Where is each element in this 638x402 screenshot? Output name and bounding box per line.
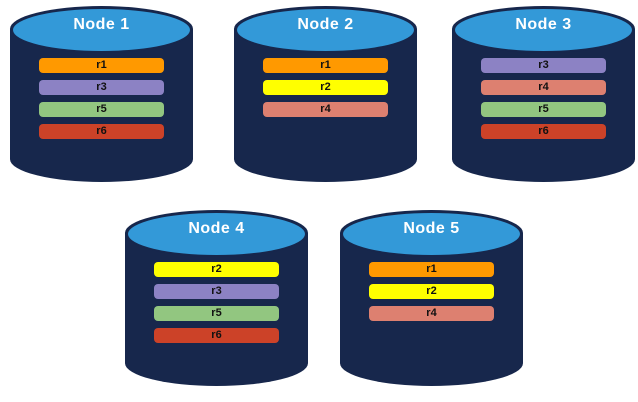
replica-row[interactable]: r2 (369, 284, 494, 299)
replica-row[interactable]: r6 (481, 124, 606, 139)
cylinder-top-ellipse (235, 7, 416, 53)
replica-row[interactable]: r6 (39, 124, 164, 139)
replica-row-list: r1 r2 r4 (340, 262, 523, 328)
replica-row[interactable]: r2 (154, 262, 279, 277)
cylinder-top-ellipse (126, 211, 307, 257)
replica-row[interactable]: r5 (481, 102, 606, 117)
replica-row[interactable]: r5 (39, 102, 164, 117)
replica-row[interactable]: r2 (263, 80, 388, 95)
replica-row-list: r2 r3 r5 r6 (125, 262, 308, 350)
replica-row[interactable]: r1 (263, 58, 388, 73)
cylinder-top-ellipse (341, 211, 522, 257)
replica-row-list: r1 r2 r4 (234, 58, 417, 124)
replica-row[interactable]: r3 (39, 80, 164, 95)
cylinder-top-ellipse (453, 7, 634, 53)
replica-row[interactable]: r4 (481, 80, 606, 95)
replica-row[interactable]: r3 (481, 58, 606, 73)
replica-row[interactable]: r4 (369, 306, 494, 321)
replica-row[interactable]: r1 (369, 262, 494, 277)
replica-row-list: r3 r4 r5 r6 (452, 58, 635, 146)
replica-row[interactable]: r3 (154, 284, 279, 299)
replica-row[interactable]: r4 (263, 102, 388, 117)
cylinder-top-ellipse (11, 7, 192, 53)
replica-row[interactable]: r1 (39, 58, 164, 73)
replica-row[interactable]: r5 (154, 306, 279, 321)
replica-row-list: r1 r3 r5 r6 (10, 58, 193, 146)
replica-row[interactable]: r6 (154, 328, 279, 343)
